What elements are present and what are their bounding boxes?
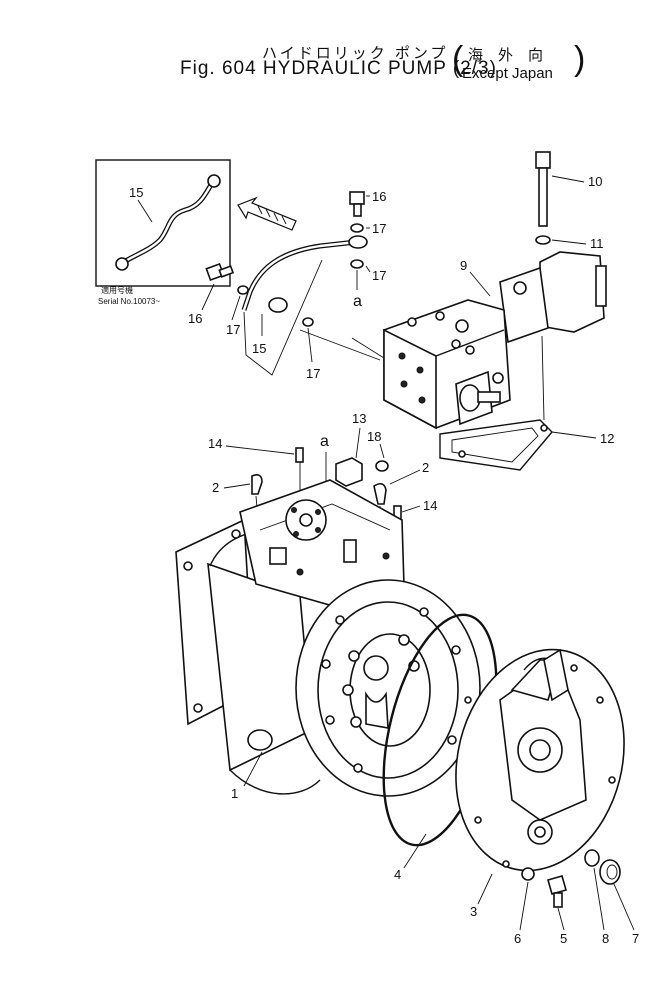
label-15-inset: 15 bbox=[129, 185, 143, 200]
region-bracket-right: ) bbox=[574, 40, 586, 78]
o-ring-8 bbox=[584, 849, 600, 867]
figure-title: Fig. 604 HYDRAULIC PUMP (2/3) bbox=[180, 58, 497, 79]
washer-17-upper-b bbox=[350, 259, 364, 269]
label-8: 8 bbox=[602, 931, 609, 946]
lock-washer-11 bbox=[535, 235, 551, 245]
bolt-5-shank bbox=[553, 892, 563, 908]
elbow-fitting-2-left bbox=[251, 474, 263, 495]
label-ref-a-upper: a bbox=[353, 293, 362, 310]
label-17-d: 17 bbox=[306, 366, 320, 381]
region-english: Except Japan bbox=[462, 65, 553, 82]
label-17-c: 17 bbox=[226, 322, 240, 337]
elbow-fitting-2-right bbox=[373, 482, 387, 505]
pipe-eye-upper bbox=[348, 235, 368, 249]
label-14-upper: 14 bbox=[208, 436, 222, 451]
washer-17-lower-b bbox=[302, 317, 314, 327]
region-bracket-left: ( bbox=[452, 40, 464, 78]
label-14-lower: 14 bbox=[423, 498, 437, 513]
hardware-small-parts bbox=[519, 849, 635, 931]
pump-cover-3 bbox=[455, 648, 625, 905]
label-7: 7 bbox=[632, 931, 639, 946]
label-5: 5 bbox=[560, 931, 567, 946]
bolt-10 bbox=[535, 151, 585, 227]
pipe-15 bbox=[241, 239, 357, 311]
inset-note-japanese: 適用号機 bbox=[101, 285, 133, 295]
dowel-pin-14-upper bbox=[295, 447, 304, 463]
label-15-main: 15 bbox=[252, 341, 266, 356]
pipe-outline-box bbox=[243, 259, 323, 376]
label-18: 18 bbox=[367, 429, 381, 444]
control-valve-9 bbox=[351, 251, 607, 471]
washer-17-upper-a bbox=[350, 223, 364, 233]
label-6: 6 bbox=[514, 931, 521, 946]
label-4: 4 bbox=[394, 867, 401, 882]
label-10: 10 bbox=[588, 174, 602, 189]
washer-6 bbox=[521, 867, 535, 881]
bolt-5-head bbox=[547, 875, 567, 895]
inset-pipe-fitting-upper bbox=[207, 174, 221, 188]
label-11: 11 bbox=[590, 236, 604, 251]
inset-frame bbox=[95, 159, 231, 287]
inset-note-serial: Serial No.10073~ bbox=[98, 297, 160, 306]
region-japanese: 海 外 向 bbox=[468, 47, 544, 64]
inset-pointer-arrow bbox=[237, 196, 297, 231]
banjo-bolt-16-upper bbox=[349, 191, 365, 205]
label-17-a: 17 bbox=[372, 221, 386, 236]
label-16-upper: 16 bbox=[372, 189, 386, 204]
inset-pipe-fitting-lower bbox=[115, 257, 129, 271]
pipe-assembly bbox=[201, 191, 381, 376]
label-17-b: 17 bbox=[372, 268, 386, 283]
label-16-lower: 16 bbox=[188, 311, 202, 326]
title-japanese: ハイドロリック ポンプ bbox=[262, 45, 449, 62]
label-3: 3 bbox=[470, 904, 477, 919]
washer-17-lower-a bbox=[237, 285, 249, 295]
plug-18 bbox=[375, 460, 389, 472]
label-ref-a-lower: a bbox=[320, 433, 329, 450]
block-13 bbox=[335, 457, 363, 487]
pipe-eye-lower bbox=[268, 297, 288, 313]
label-13: 13 bbox=[352, 411, 366, 426]
pump-housing-1 bbox=[175, 479, 481, 797]
label-12: 12 bbox=[600, 431, 614, 446]
leader-inset-15 bbox=[137, 199, 153, 223]
label-2-left: 2 bbox=[212, 480, 219, 495]
label-9: 9 bbox=[460, 258, 467, 273]
inset-detail: 15 適用号機 Serial No.10073~ bbox=[95, 159, 231, 306]
region-note: ( 海 外 向 Except Japan ) bbox=[452, 42, 585, 82]
gasket-12 bbox=[439, 419, 553, 471]
label-2-right: 2 bbox=[422, 460, 429, 475]
label-1: 1 bbox=[231, 786, 238, 801]
